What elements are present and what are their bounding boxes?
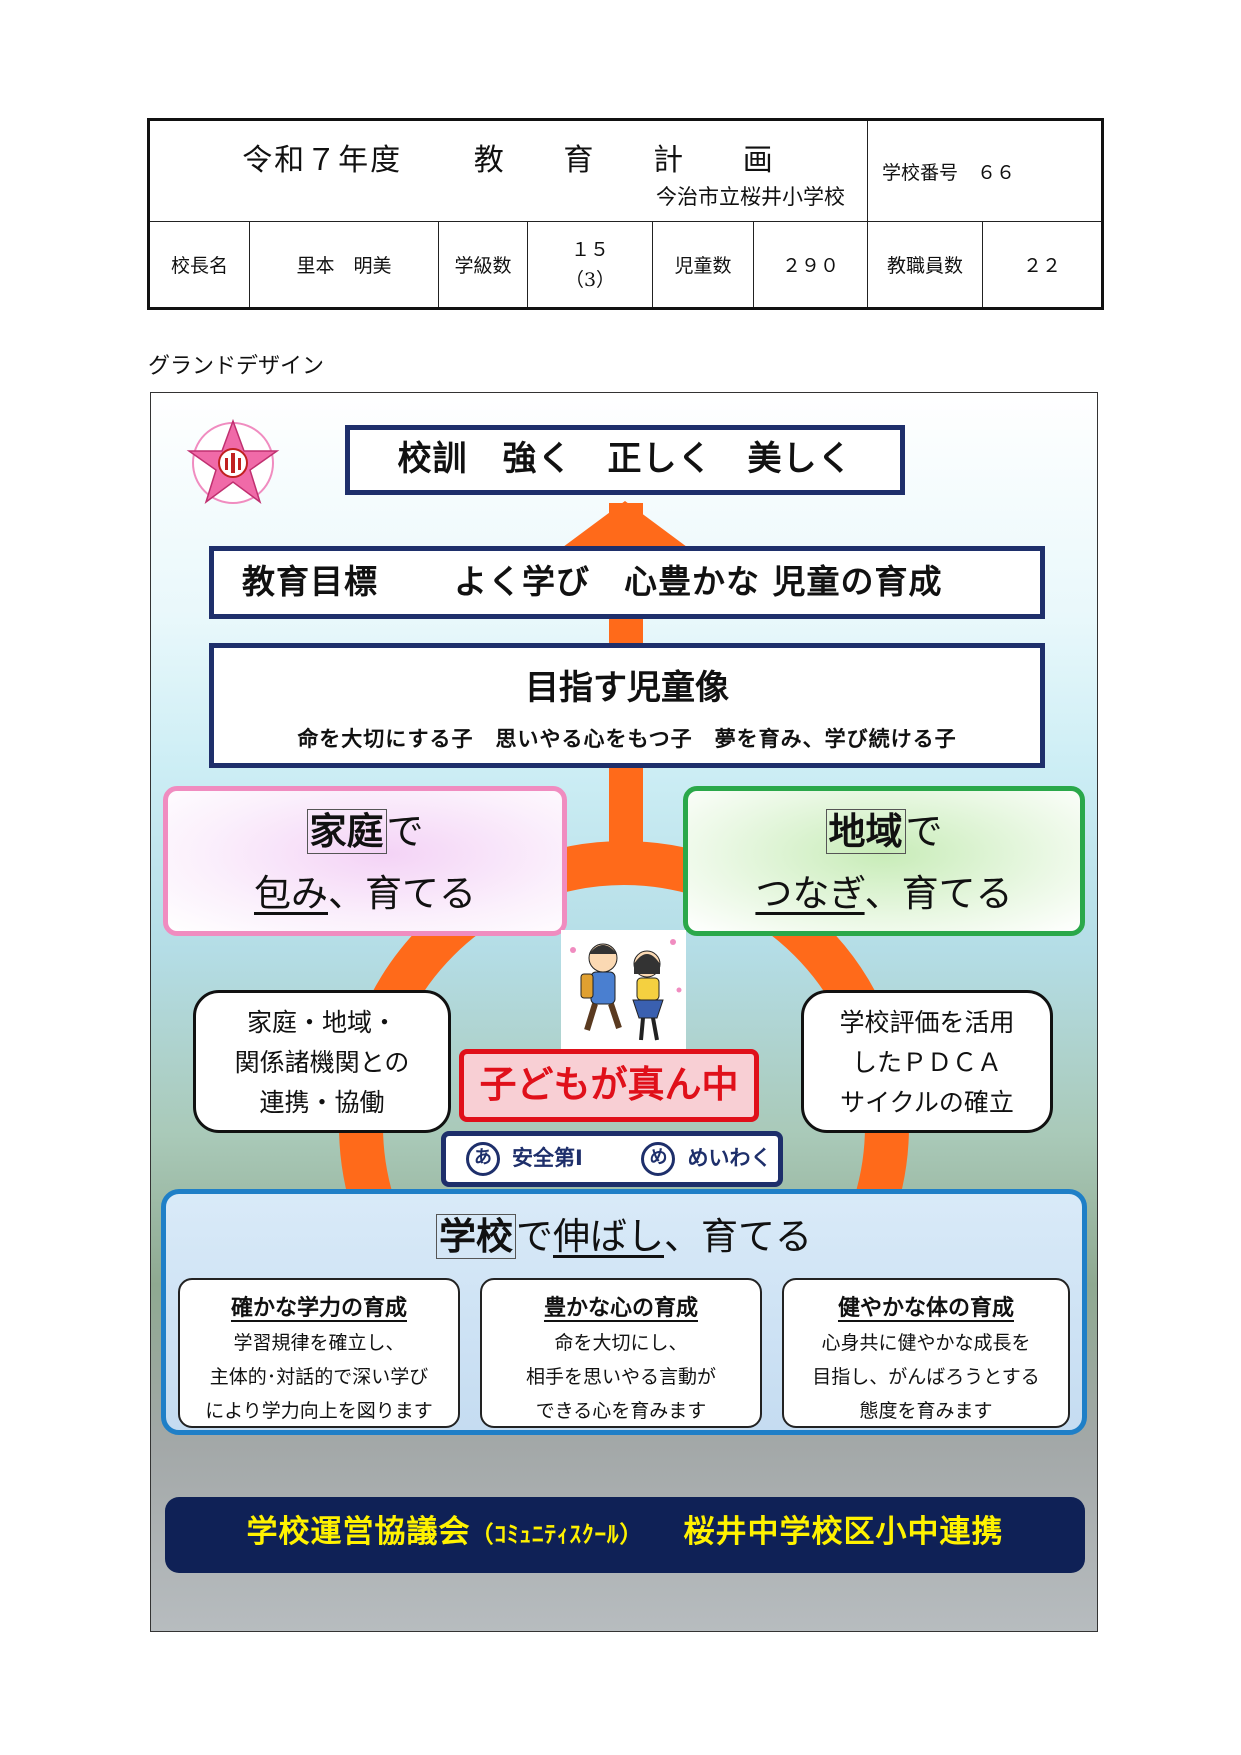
community-box: 地域で つなぎ、育てる (683, 786, 1085, 936)
circle-me-icon: め (641, 1142, 676, 1176)
bottom-banner: 学校運営協議会（ｺﾐｭﾆﾃｨｽｸｰﾙ）桜井中学校区小中連携 (165, 1497, 1085, 1573)
pdca-bubble: 学校評価を活用 したＰＤＣＡ サイクルの確立 (801, 990, 1053, 1133)
section-label: グランドデザイン (148, 354, 325, 379)
school-motto: 校訓 強く 正しく 美しく (345, 425, 905, 495)
school-number: 学校番号 ６６ (867, 119, 1103, 222)
staff-value: ２２ (982, 221, 1103, 309)
school-name: 今治市立桜井小学校 (656, 185, 845, 209)
page-title: 令和７年度 教 育 計 画 (242, 143, 775, 178)
principal-label: 校長名 (148, 221, 250, 309)
students-value: ２９０ (753, 221, 868, 309)
child-center-box: 子どもが真ん中 (459, 1049, 759, 1122)
ideal-child-box: 目指す児童像 命を大切にする子 思いやる心をもつ子 夢を育み、学び続ける子 (209, 643, 1045, 768)
principal-name: 里本 明美 (249, 221, 439, 309)
partnership-bubble: 家庭・地域・ 関係諸機関との 連携・協働 (193, 990, 451, 1133)
children-illustration (561, 930, 686, 1050)
staff-label: 教職員数 (867, 221, 983, 309)
pillar-academic: 確かな学力の育成 学習規律を確立し、主体的･対話的で深い学びにより学力向上を図り… (178, 1278, 460, 1428)
header-table: 令和７年度 教 育 計 画 今治市立桜井小学校 学校番号 ６６ 校長名 里本 明… (147, 118, 1104, 310)
school-emblem-icon (186, 418, 280, 504)
school-heading: 学校で伸ばし、育てる (166, 1206, 1082, 1260)
education-goal: 教育目標よく学び 心豊かな 児童の育成 (209, 546, 1045, 619)
circle-a-icon: あ (466, 1142, 500, 1176)
title-cell: 令和７年度 教 育 計 画 今治市立桜井小学校 (148, 119, 868, 222)
pillar-heart: 豊かな心の育成 命を大切にし、相手を思いやる言動ができる心を育みます (480, 1278, 762, 1428)
classes-label: 学級数 (438, 221, 528, 309)
ideal-text: 命を大切にする子 思いやる心をもつ子 夢を育み、学び続ける子 (297, 727, 957, 751)
classes-value: １５ （3） (527, 221, 653, 309)
grand-design: 校訓 強く 正しく 美しく 教育目標よく学び 心豊かな 児童の育成 目指す児童像… (150, 392, 1098, 1632)
home-box: 家庭で 包み、育てる (163, 786, 567, 936)
pillar-body: 健やかな体の育成 心身共に健やかな成長を目指し、がんばろうとする態度を育みます (782, 1278, 1070, 1428)
students-label: 児童数 (652, 221, 754, 309)
school-box: 学校で伸ばし、育てる 確かな学力の育成 学習規律を確立し、主体的･対話的で深い学… (161, 1189, 1087, 1435)
ideal-title: 目指す児童像 (525, 668, 729, 708)
